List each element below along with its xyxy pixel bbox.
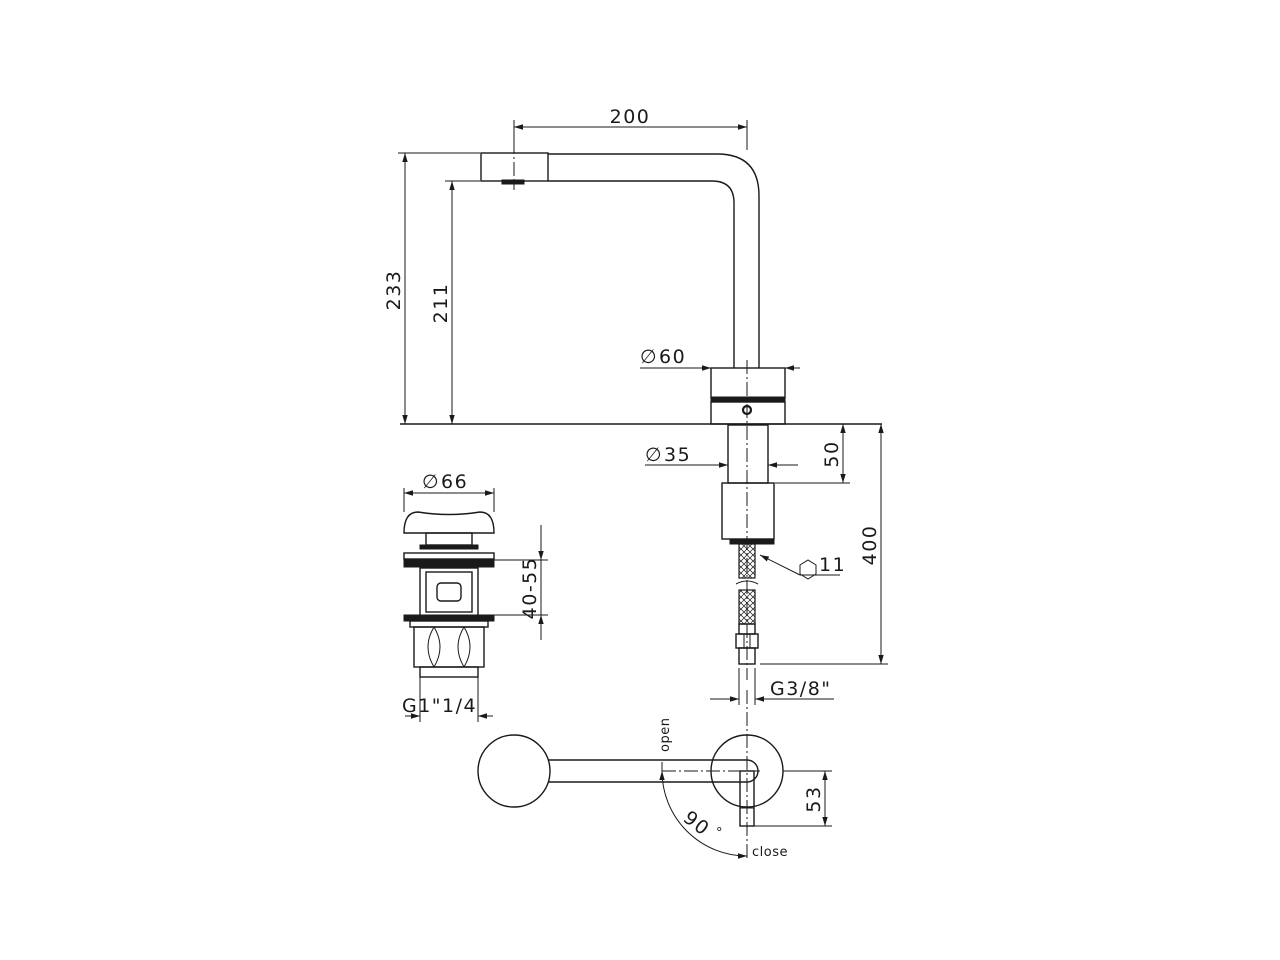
- dim-66: 66: [441, 471, 468, 493]
- waste-tail: [419, 666, 479, 678]
- dim-53: 53: [803, 785, 825, 812]
- mixer-top-view: [477, 690, 784, 860]
- dimension-lever-offset: 53: [754, 770, 832, 827]
- waste-body: [419, 567, 479, 617]
- waste-body-inner: [425, 571, 473, 613]
- aerator: [501, 179, 525, 185]
- dimension-hose-thread: G3/8": [710, 668, 834, 705]
- dim-40-55: 40-55: [519, 557, 541, 620]
- dimension-waste-thread: G1"1/4: [402, 677, 493, 722]
- dimension-shank-length: 50: [775, 424, 850, 484]
- waste-nut-flats: [427, 626, 471, 668]
- dimension-reach: 200: [513, 106, 748, 150]
- dim-60: 60: [659, 346, 686, 368]
- waste-view: [403, 511, 495, 678]
- label-close: close: [752, 845, 788, 860]
- waste-nut-washer: [403, 614, 495, 622]
- nut-washer: [729, 538, 775, 545]
- mixer-side-view: [400, 140, 882, 680]
- dimension-nut: 11: [759, 554, 846, 580]
- dimension-waste-diameter: ∅ 66: [403, 471, 495, 512]
- dim-233: 233: [383, 270, 405, 311]
- waste-nut: [413, 626, 485, 668]
- degree-symbol: °: [710, 824, 725, 840]
- dimension-overall-height: 233: [383, 152, 480, 424]
- dim-11: 11: [819, 554, 846, 576]
- dim-g114: G1"1/4: [402, 695, 477, 717]
- waste-stem: [425, 532, 473, 546]
- rotation-arc: 90 ° open close: [658, 718, 788, 860]
- dim-200: 200: [610, 106, 651, 128]
- waste-cap: [403, 511, 495, 534]
- shank: [727, 424, 769, 484]
- body-base: [710, 367, 786, 399]
- diameter-symbol-66: ∅: [422, 471, 440, 493]
- waste-washer: [409, 620, 489, 628]
- diameter-symbol-35: ∅: [645, 444, 663, 466]
- waste-slot: [436, 582, 462, 602]
- label-open: open: [658, 718, 673, 752]
- hex-icon: [799, 559, 817, 580]
- waste-flange: [403, 552, 495, 560]
- dim-90: 90: [679, 807, 714, 841]
- spout-tube-inner: [548, 180, 735, 368]
- waste-flange-ring: [419, 544, 479, 550]
- dim-35: 35: [664, 444, 691, 466]
- waste-gasket: [403, 559, 495, 568]
- spout-tube-outer: [548, 153, 760, 368]
- dimension-outlet-height: 211: [430, 180, 480, 424]
- dimension-waste-range: 40-55: [494, 525, 548, 640]
- body-ring: [710, 396, 786, 403]
- dimension-shank-diameter: ∅ 35: [645, 444, 798, 468]
- dimension-total-length: 400: [760, 424, 888, 665]
- diameter-symbol-60: ∅: [640, 346, 658, 368]
- fixing-nut: [721, 482, 775, 540]
- dim-211: 211: [430, 283, 452, 324]
- dim-400: 400: [859, 525, 881, 566]
- dimension-base-diameter: ∅ 60: [640, 346, 800, 371]
- dim-50: 50: [821, 440, 843, 467]
- spout-outlet-top: [477, 734, 551, 808]
- dim-g38: G3/8": [770, 678, 832, 700]
